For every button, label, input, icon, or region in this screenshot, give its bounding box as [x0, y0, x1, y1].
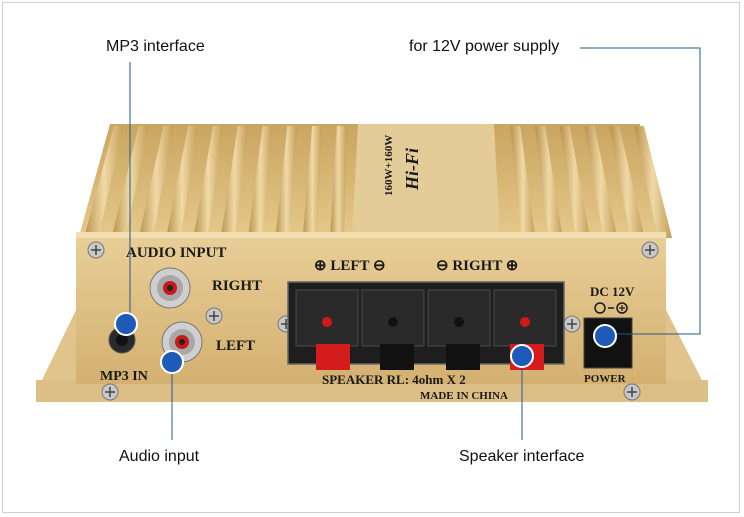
panel-screws — [87, 241, 659, 401]
callout-mp3-interface: MP3 interface — [106, 38, 205, 55]
top-label-hifi: Hi-Fi — [402, 148, 422, 191]
heatsink-fin — [138, 126, 174, 238]
callout-markers — [114, 312, 617, 374]
heatsink-fin — [634, 126, 672, 238]
top-label-plate: Hi-Fi 160W+160W — [352, 124, 500, 236]
callout-speaker-interface: Speaker interface — [459, 448, 585, 465]
audio-input-title: AUDIO INPUT — [126, 245, 226, 261]
label-left: LEFT — [216, 338, 255, 354]
speaker-clip-left-positive — [316, 344, 350, 370]
dc-label: DC 12V — [590, 284, 635, 299]
marker-speaker — [510, 344, 534, 368]
heatsink-fin — [193, 126, 224, 238]
top-label-power-rating: 160W+160W — [383, 135, 395, 196]
heatsink-fins — [84, 126, 672, 238]
leader-power — [580, 47, 701, 335]
speaker-clip-left-negative — [380, 344, 414, 370]
screw — [87, 241, 105, 259]
heatsink-fin — [584, 126, 618, 238]
heatsink-fin — [84, 126, 124, 238]
leader-lines — [129, 47, 701, 440]
label-mp3-in: MP3 IN — [100, 369, 148, 384]
screw — [205, 307, 223, 325]
heatsink-fin — [248, 126, 273, 238]
speaker-header-left: ⊕ LEFT ⊖ — [314, 258, 386, 274]
speaker-header-right: ⊖ RIGHT ⊕ — [436, 258, 518, 274]
base-plate — [36, 380, 708, 402]
marker-audio-input — [160, 350, 184, 374]
made-in-label: MADE IN CHINA — [420, 390, 508, 402]
screw — [101, 383, 119, 401]
callout-power-supply: for 12V power supply — [409, 38, 560, 55]
label-right: RIGHT — [212, 278, 262, 294]
speaker-rl-label: SPEAKER RL: 4ohm X 2 — [322, 372, 466, 387]
marker-power — [593, 324, 617, 348]
heatsink-fin — [534, 126, 563, 238]
dc-polarity-icon — [594, 302, 628, 314]
heatsink-fin — [510, 126, 536, 238]
screw — [563, 315, 581, 333]
heatsink-fin — [275, 126, 298, 238]
left-mounting-flange — [36, 302, 80, 400]
screw — [641, 241, 659, 259]
power-label: POWER — [584, 373, 627, 385]
heatsink-fin — [330, 126, 347, 238]
screw — [623, 383, 641, 401]
heatsink-fin — [609, 126, 645, 238]
speaker-clip-right-negative — [446, 344, 480, 370]
rca-jack-right — [149, 267, 191, 309]
heatsink-fin — [302, 126, 323, 238]
callout-audio-input: Audio input — [119, 448, 200, 465]
right-mounting-flange — [662, 302, 708, 400]
heatsink-fin — [166, 126, 199, 238]
marker-mp3 — [114, 312, 138, 336]
heatsink-fin — [220, 126, 248, 238]
heatsink-fin — [559, 126, 590, 238]
